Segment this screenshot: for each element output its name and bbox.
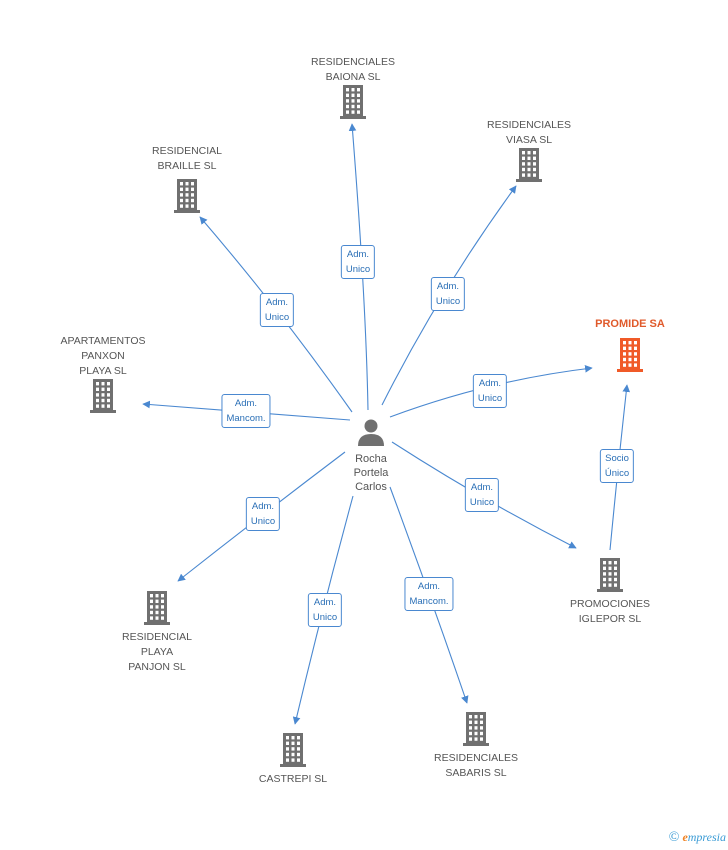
company-label-panjon[interactable]: RESIDENCIAL PLAYA PANJON SL xyxy=(121,631,193,673)
edge-label-person-braille[interactable]: Adm. Unico xyxy=(259,293,295,327)
company-label-iglepor[interactable]: PROMOCIONES IGLEPOR SL xyxy=(570,598,650,625)
company-label-braille[interactable]: RESIDENCIAL BRAILLE SL xyxy=(151,145,223,172)
empresia-footer[interactable]: ©empresia xyxy=(669,830,726,846)
edge-person-baiona xyxy=(348,123,369,411)
company-label-sabaris[interactable]: RESIDENCIALES SABARIS SL xyxy=(433,752,519,779)
edge-label-person-sabaris[interactable]: Adm. Mancom. xyxy=(404,577,454,611)
brand-initial: e xyxy=(682,830,688,844)
edge-label-iglepor-promide[interactable]: Socio Único xyxy=(599,449,635,483)
edge-label-person-iglepor[interactable]: Adm. Unico xyxy=(464,478,500,512)
edge-label-person-panxon[interactable]: Adm. Mancom. xyxy=(221,394,271,428)
company-label-promide[interactable]: PROMIDE SA xyxy=(595,318,665,330)
company-label-baiona[interactable]: RESIDENCIALES BAIONA SL xyxy=(310,56,396,83)
brand-name: mpresia xyxy=(687,830,726,844)
building-icon-baiona[interactable] xyxy=(340,85,366,119)
building-icon-promide[interactable] xyxy=(617,338,643,372)
building-icon-braille[interactable] xyxy=(174,179,200,213)
edge-label-person-promide[interactable]: Adm. Unico xyxy=(472,374,508,408)
person-name[interactable]: Rocha Portela Carlos xyxy=(353,453,389,493)
company-label-viasa[interactable]: RESIDENCIALES VIASA SL xyxy=(486,119,572,146)
building-icon-viasa[interactable] xyxy=(516,148,542,182)
building-icon-panjon[interactable] xyxy=(144,591,170,625)
building-icon-iglepor[interactable] xyxy=(597,558,623,592)
building-icon-sabaris[interactable] xyxy=(463,712,489,746)
copyright-symbol: © xyxy=(668,830,680,845)
edge-label-person-castrepi[interactable]: Adm. Unico xyxy=(307,593,343,627)
edge-label-person-viasa[interactable]: Adm. Unico xyxy=(430,277,466,311)
edge-label-person-panjon[interactable]: Adm. Unico xyxy=(245,497,281,531)
company-label-castrepi[interactable]: CASTREPI SL xyxy=(258,773,328,785)
person-icon[interactable] xyxy=(358,419,384,447)
edge-label-person-baiona[interactable]: Adm. Unico xyxy=(340,245,376,279)
company-label-panxon[interactable]: APARTAMENTOS PANXON PLAYA SL xyxy=(60,335,146,377)
building-icon-panxon[interactable] xyxy=(90,379,116,413)
building-icon-castrepi[interactable] xyxy=(280,733,306,767)
